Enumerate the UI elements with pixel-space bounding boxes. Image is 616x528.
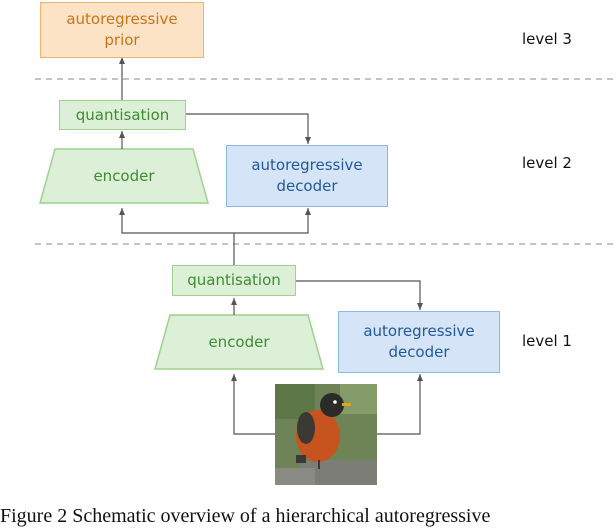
edge-quant1-dec1 [296,280,423,310]
edge-trunk-dec2 [234,208,311,234]
encoder-level2-shape [39,148,209,204]
edge-image-dec1 [377,374,423,435]
figure-caption: Figure 2 Schematic overview of a hierarc… [0,505,491,527]
edge-image-enc1 [231,374,275,435]
encoder-level1-shape [154,314,324,370]
bird-image [275,384,377,485]
autoregressive-prior-level3: autoregressive prior [40,2,204,58]
level-1-label: level 1 [522,332,572,350]
edge-trunk-enc2 [119,208,234,234]
encoder-level1: encoder [208,332,270,351]
level-3-label: level 3 [522,30,572,48]
level-2-label: level 2 [522,154,572,172]
autoregressive-decoder-level1: autoregressive decoder [338,311,500,373]
encoder-level2: encoder [93,166,155,185]
quantisation-level1: quantisation [172,265,296,296]
edge-quant2-dec2 [186,113,311,144]
quantisation-level2: quantisation [59,100,186,130]
autoregressive-decoder-level2: autoregressive decoder [226,145,388,207]
